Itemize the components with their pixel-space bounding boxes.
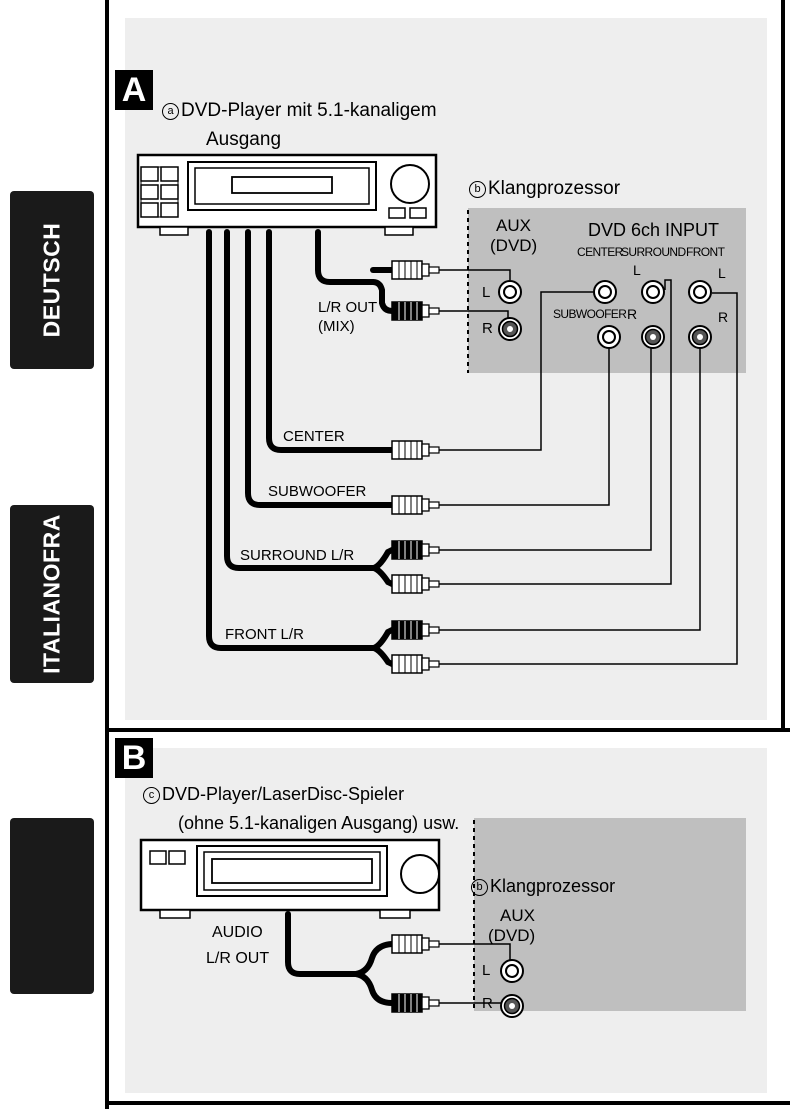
jack-l-label-surround: L bbox=[633, 262, 641, 278]
player-b-label-line2: (ohne 5.1-kanaligen Ausgang) usw. bbox=[178, 813, 460, 833]
marker-b-2: b bbox=[471, 879, 488, 896]
lr-out-mix-label-line2: (MIX) bbox=[318, 318, 355, 335]
jack-aux-b-r bbox=[500, 994, 524, 1018]
jack-r-label-surround: R bbox=[627, 306, 638, 322]
subwoofer-jack-label: SUBWOOFER bbox=[553, 307, 627, 321]
dvd-player-device bbox=[136, 153, 438, 236]
signal-wires-b bbox=[439, 943, 511, 1004]
jack-subwoofer bbox=[597, 325, 621, 349]
jack-r-label-front: R bbox=[718, 309, 729, 325]
jack-l-label-aux: L bbox=[482, 284, 491, 301]
jack-aux-l bbox=[498, 280, 522, 304]
aux-dvd-label-a: (DVD) bbox=[490, 236, 538, 255]
jack-center bbox=[593, 280, 617, 304]
jack-surround-l bbox=[641, 280, 665, 304]
player-b-cables bbox=[285, 911, 395, 1006]
section-a-letter: A bbox=[115, 70, 153, 110]
section-b-letter: B bbox=[115, 738, 153, 778]
col-surround-label: SURROUND bbox=[621, 245, 686, 259]
lr-out-mix-label: L/R OUT bbox=[318, 299, 378, 316]
cable-subwoofer-label: SUBWOOFER bbox=[268, 483, 367, 500]
aux-label-b: AUX bbox=[500, 906, 535, 925]
player-a-label-line2: Ausgang bbox=[206, 129, 282, 150]
jack-r-label-aux: R bbox=[482, 320, 493, 337]
col-front-label: FRONT bbox=[686, 245, 725, 259]
cable-front-label: FRONT L/R bbox=[225, 626, 304, 643]
tab-blank bbox=[10, 818, 94, 994]
jack-aux-b-l bbox=[500, 959, 524, 983]
jack-l-label-front: L bbox=[718, 265, 726, 281]
cable-surround-label: SURROUND L/R bbox=[240, 547, 355, 564]
jack-r-label-b: R bbox=[482, 995, 493, 1012]
audio-label: AUDIO bbox=[212, 924, 263, 941]
marker-a: a bbox=[162, 103, 179, 120]
jack-aux-r bbox=[498, 317, 522, 341]
jack-front-r bbox=[688, 325, 712, 349]
jack-l-label-b: L bbox=[482, 962, 491, 979]
cable-center-label: CENTER bbox=[283, 428, 345, 445]
aux-label-a: AUX bbox=[496, 216, 531, 235]
aux-dvd-label-b: (DVD) bbox=[488, 926, 536, 945]
marker-b: b bbox=[469, 181, 486, 198]
player-a-cables bbox=[206, 229, 395, 667]
tab-italiano-fr: ITALIANOFRA bbox=[10, 505, 94, 683]
jack-front-l bbox=[688, 280, 712, 304]
marker-c: c bbox=[143, 787, 160, 804]
laserdisc-player-device bbox=[139, 838, 441, 919]
jack-surround-r bbox=[641, 325, 665, 349]
audio-lr-out-label: L/R OUT bbox=[206, 950, 270, 967]
tab-deutsch: DEUTSCH bbox=[10, 191, 94, 369]
signal-wires-a bbox=[439, 269, 738, 665]
col-center-label: CENTER bbox=[577, 245, 623, 259]
dvd-6ch-input-label: DVD 6ch INPUT bbox=[588, 220, 720, 240]
